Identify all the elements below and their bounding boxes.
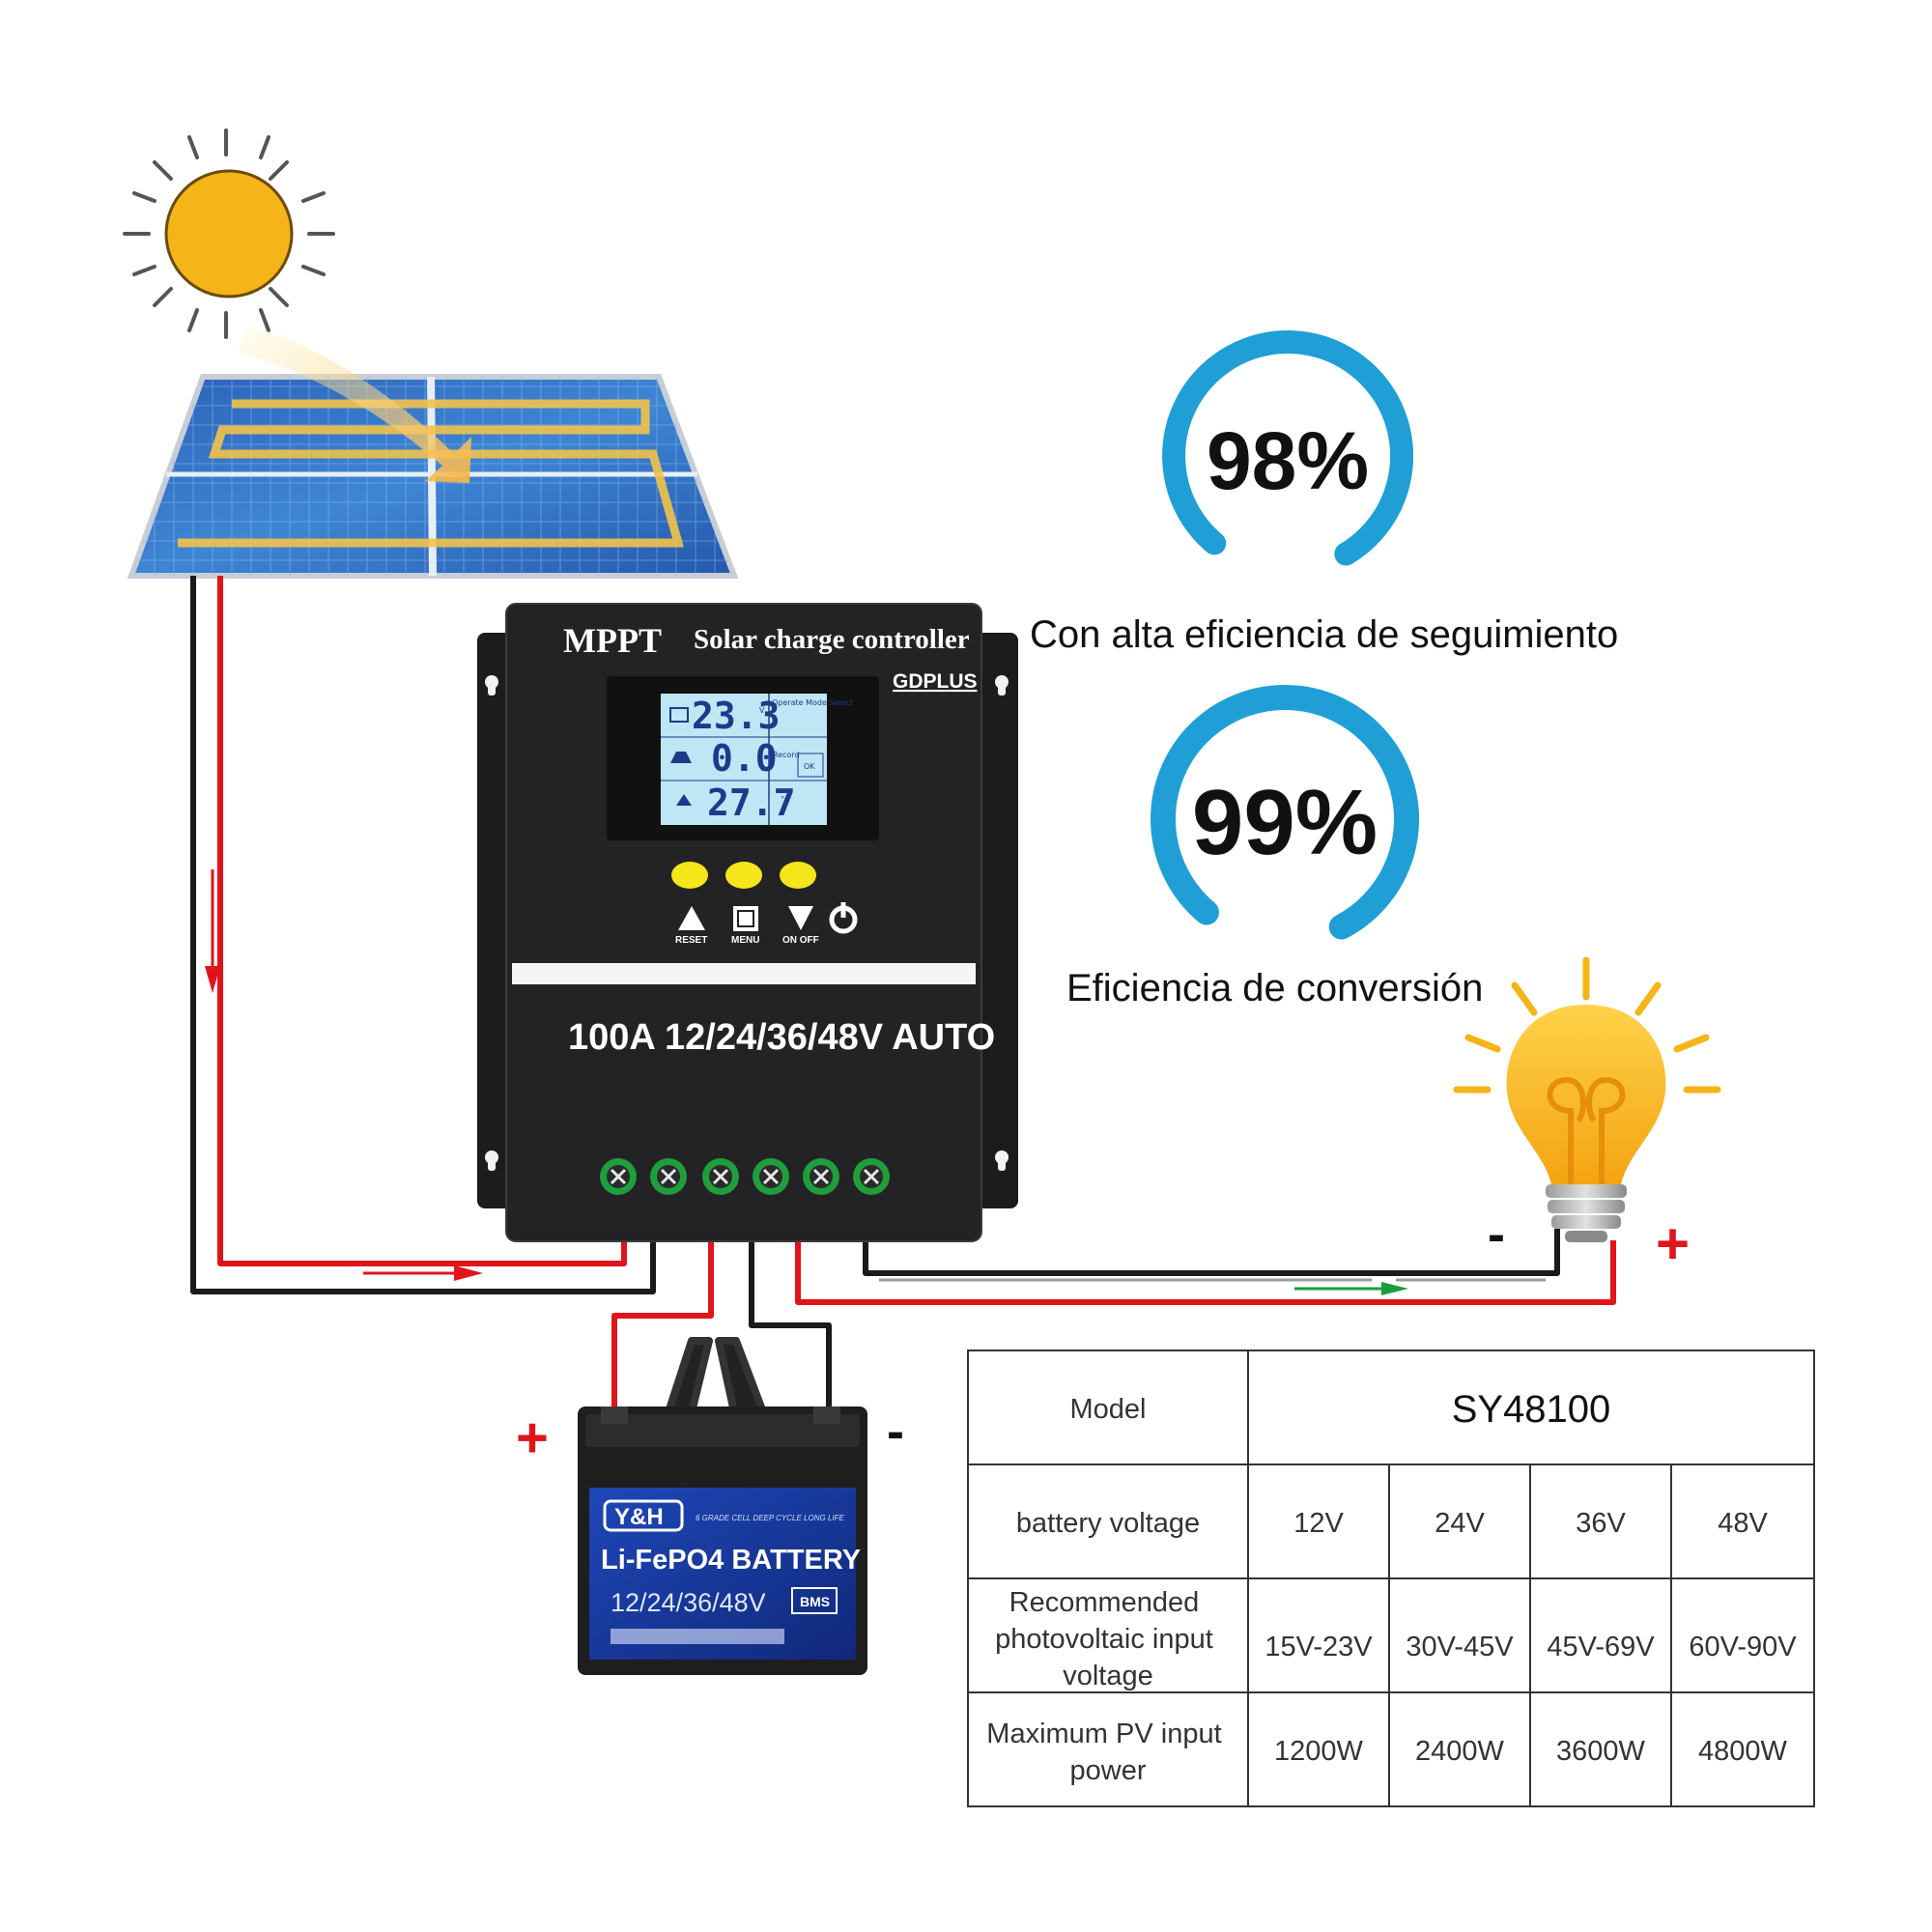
menu-icon [733,906,758,931]
spec-row-label-max-pv-power: Maximum PV input power [986,1719,1229,1786]
battery-negative-terminal [813,1406,840,1424]
lcd-mode-note: Operate Mode Select [772,698,853,707]
down-arrow-icon [788,906,813,930]
spec-model-value: SY48100 [1452,1388,1611,1431]
lcd-record-note: Record [773,751,800,759]
efficiency-99: 99% Eficiencia de conversión [1066,685,1483,1009]
terminal-pv-positive[interactable] [650,1158,687,1195]
battery-minus-label: - [887,1403,904,1461]
spec-cell: 30V-45V [1406,1632,1514,1662]
spec-table: Model SY48100 battery voltage 12V 24V 36… [967,1350,1815,1807]
spec-row-label-battery-voltage: battery voltage [1016,1508,1200,1539]
efficiency-98: 98% Con alta eficiencia de seguimiento [1030,330,1618,656]
lcd-temperature: 27.7 [707,781,796,824]
spec-row-label-pv-input-voltage: Recommended photovoltaic input voltage [995,1587,1221,1691]
spec-cell: 48V [1718,1508,1768,1539]
reset-label: RESET [675,935,707,946]
load-negative-wire [863,1229,1560,1276]
terminal-load-positive[interactable] [803,1158,839,1195]
pv-negative-wire [190,576,656,1294]
terminal-block [600,1158,890,1195]
controller-title: MPPT [563,621,662,660]
battery-negative-wire [749,1240,832,1418]
lcd-current-unit: A [761,764,767,773]
onoff-label: ON OFF [782,935,819,946]
battery-tagline: 6 GRADE CELL DEEP CYCLE LONG LIFE [696,1514,844,1522]
spec-cell: 15V-23V [1264,1632,1373,1662]
battery-positive-terminal [601,1406,628,1424]
mounting-holes [485,675,1009,1171]
efficiency-percent-98: 98% [1207,415,1369,506]
terminal-battery-positive[interactable] [702,1158,739,1195]
efficiency-ring-99 [1151,685,1419,940]
efficiency-percent-99: 99% [1192,771,1378,874]
battery-bms: BMS [800,1594,830,1609]
spec-cell: 12V [1293,1508,1344,1539]
efficiency-ring-98 [1162,330,1413,566]
flow-arrows [205,869,1408,1295]
reset-button[interactable] [671,862,708,889]
battery-positive-wire [611,1240,714,1418]
battery-brand: Y&H [614,1504,664,1530]
spec-cell: 1200W [1274,1736,1364,1767]
spec-cell: 60V-90V [1689,1632,1797,1662]
spec-cell: 45V-69V [1547,1632,1655,1662]
battery-title: Li-FePO4 BATTERY [601,1545,861,1576]
battery-voltage: 12/24/36/48V [611,1588,766,1617]
controller-brand: GDPLUS [893,670,978,693]
up-arrow-icon [678,906,705,930]
solar-panel [127,325,739,579]
controller-subtitle: Solar charge controller [694,624,970,655]
lcd-ok: OK [804,762,815,771]
spec-model-label: Model [1070,1394,1147,1425]
onoff-button[interactable] [780,862,816,889]
spec-cell: 24V [1435,1508,1485,1539]
spec-cell: 36V [1576,1508,1626,1539]
load-minus-label: - [1488,1206,1505,1264]
load-positive-wire [795,1240,1616,1305]
wiring [190,576,1616,1418]
lcd-current: 0.0 [711,737,778,780]
light-bulb-icon: - + [1453,956,1721,1276]
mppt-controller: MPPT Solar charge controller GDPLUS 23.3… [477,603,1018,1242]
spec-cell: 2400W [1415,1736,1505,1767]
pv-positive-wire [217,576,627,1266]
efficiency-caption-conversion: Eficiencia de conversión [1066,967,1483,1009]
menu-label: MENU [731,935,759,946]
controller-rating: 100A 12/24/36/48V AUTO [568,1017,995,1058]
load-plus-label: + [1656,1211,1690,1276]
battery-handle [665,1337,767,1414]
sun-icon [123,128,335,339]
battery-plus-label: + [516,1406,549,1469]
battery: Y&H 6 GRADE CELL DEEP CYCLE LONG LIFE Li… [516,1337,904,1675]
terminal-pv-negative[interactable] [600,1158,637,1195]
efficiency-caption-tracking: Con alta eficiencia de seguimiento [1030,613,1618,656]
menu-button[interactable] [725,862,762,889]
controller-stripe [512,963,976,984]
lcd-voltage-unit: V [759,706,765,715]
power-icon [829,902,858,934]
lcd-voltage: 23.3 [692,695,781,737]
lcd-temperature-unit: °C [781,795,790,804]
spec-cell: 4800W [1698,1736,1788,1767]
spec-cell: 3600W [1556,1736,1646,1767]
terminal-load-negative[interactable] [853,1158,890,1195]
terminal-battery-negative[interactable] [753,1158,789,1195]
